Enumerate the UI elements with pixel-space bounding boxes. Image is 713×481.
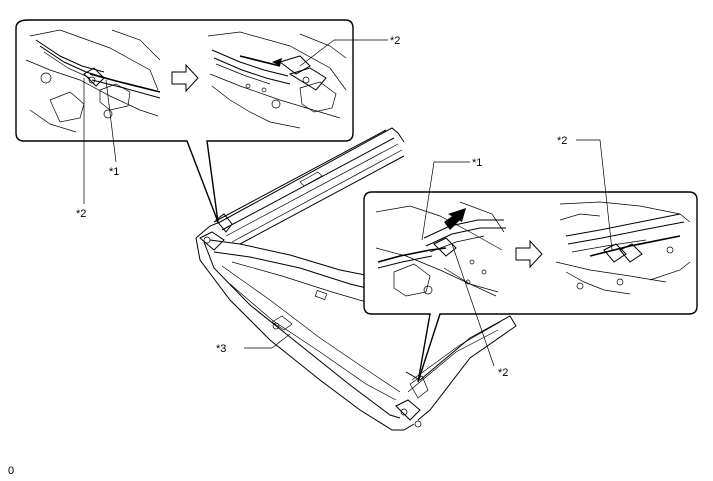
callout-2-right-bottom: *2 — [498, 367, 508, 379]
top-inset-before-view — [25, 29, 161, 133]
callout-1-top: *1 — [109, 166, 119, 178]
right-inset-detail — [363, 139, 698, 383]
sunroof-housing-frame — [195, 127, 517, 431]
callout-2-top-left: *2 — [76, 208, 86, 220]
callout-2-right-top: *2 — [557, 135, 567, 147]
right-inset-before-view — [375, 201, 506, 297]
callout-1-right: *1 — [472, 157, 482, 169]
top-inset-detail — [15, 19, 388, 223]
figure-code: 0 — [8, 465, 14, 477]
right-inset-after-view — [555, 201, 691, 295]
callout-2-top-right: *2 — [390, 35, 400, 47]
top-inset-after-view — [207, 31, 347, 129]
top-inset-arrow-icon — [171, 63, 199, 93]
right-inset-arrow-icon — [515, 239, 543, 269]
callout-3: *3 — [216, 343, 226, 355]
